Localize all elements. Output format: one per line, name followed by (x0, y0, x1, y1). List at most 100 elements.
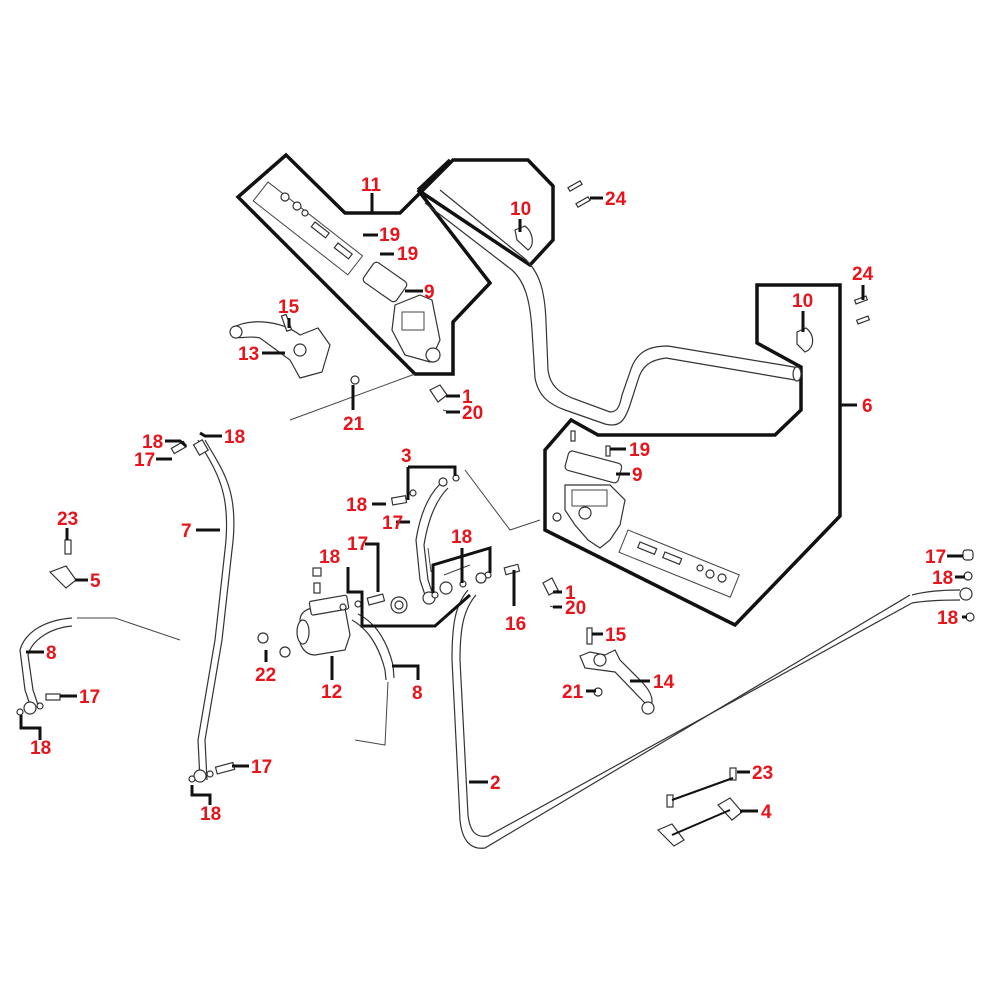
bolt-23-left (64, 539, 72, 555)
callout-17-hose8: 17 (79, 687, 100, 708)
callout-21-right: 21 (562, 682, 584, 703)
right-handlebar-clamp (796, 327, 814, 353)
callout-21-left: 21 (343, 414, 365, 435)
left-handlebar-clamp (514, 225, 533, 251)
right-reservoir-cover (564, 450, 623, 484)
right-master-cylinder-kit (618, 529, 740, 598)
banjo-bolt-16 (503, 563, 521, 576)
callout-18-hose8: 18 (30, 738, 51, 759)
brake-hose-8-distributor (351, 613, 395, 681)
left-master-cylinder-kit (252, 181, 364, 276)
callout-18-distributor: 18 (319, 547, 340, 568)
left-reservoir-cover (362, 261, 408, 303)
callout-15-left: 15 (278, 297, 300, 318)
callout-17-hose7: 17 (251, 757, 272, 778)
right-clamp-bolts (853, 295, 871, 325)
callout-9-left: 9 (424, 282, 435, 303)
banjo-bolt-hose8 (45, 693, 61, 701)
callout-5: 5 (90, 571, 101, 592)
callout-17-hose3: 18 (346, 495, 367, 516)
left-lever-nut (350, 375, 360, 385)
distributor-port-fitting (390, 596, 408, 614)
group-outline-right-master-cylinder (543, 283, 842, 628)
callout-24-upper: 24 (605, 189, 627, 210)
callout-19-a: 19 (379, 225, 400, 246)
callout-18-right-bottom: 18 (937, 608, 958, 629)
hose-clamps-4 (656, 797, 743, 847)
callout-9-right: 9 (632, 465, 643, 486)
right-pivot-bolt (586, 627, 593, 645)
callout-20-left: 20 (462, 403, 483, 424)
washer (431, 591, 439, 599)
fitting (475, 572, 487, 584)
callout-18-right-top: 18 (932, 568, 953, 589)
callout-3: 17 (382, 513, 403, 534)
assembly-arrow-hose8-distributor (354, 681, 389, 746)
hose-clamp-5 (48, 565, 77, 589)
callout-13: 13 (238, 344, 259, 365)
assembly-arrow-hose8-left (77, 617, 181, 641)
callout-16: 16 (505, 614, 526, 635)
fitting (439, 581, 453, 595)
callout-23-right: 23 (752, 763, 773, 784)
callout-18-hose3: 3 (401, 446, 412, 467)
callout-10-right: 10 (792, 291, 813, 312)
brake-hose-2 (451, 587, 973, 849)
assembly-arrow-hose3 (427, 547, 432, 573)
washer (206, 770, 214, 778)
nuts-22 (257, 632, 291, 658)
brake-hose-8-left (16, 617, 73, 716)
callout-17-right: 17 (925, 547, 946, 568)
callout-22: 22 (255, 665, 276, 686)
washer (354, 600, 362, 608)
left-switch-bracket (429, 384, 448, 403)
callout-10-left: 10 (510, 199, 531, 220)
callout-1-right: 1 (565, 583, 576, 604)
callout-19-right: 19 (629, 440, 650, 461)
callout-18-hose7: 18 (200, 804, 221, 825)
left-master-cylinder-body (391, 294, 441, 363)
callout-labels: 11 10 24 19 19 9 15 13 21 1 20 24 10 6 1… (30, 175, 958, 825)
callout-20-right: 20 (565, 598, 586, 619)
callout-17-distributor: 17 (347, 534, 368, 555)
callout-1-left: 1 (462, 387, 473, 408)
callout-6: 6 (862, 396, 873, 417)
washer (188, 775, 196, 783)
brake-distributor (296, 594, 351, 656)
callout-7: 7 (181, 521, 192, 542)
right-reservoir-screws (570, 430, 611, 457)
callout-2: 2 (490, 773, 501, 794)
callout-18-right-group: 18 (451, 527, 472, 548)
right-banjo-fitting (962, 549, 975, 622)
upper-clamp-bolts (567, 179, 591, 209)
callout-8-left: 8 (46, 643, 57, 664)
callout-14: 14 (653, 672, 675, 693)
right-master-cylinder-body (552, 484, 626, 549)
handlebar (424, 189, 802, 426)
callout-24-right: 24 (852, 264, 874, 285)
assembly-arrow-right-mc (464, 469, 541, 531)
left-brake-lever (229, 321, 331, 379)
washer (339, 603, 347, 611)
bleeder-valve (312, 567, 322, 594)
callout-17-top: 17 (134, 450, 155, 471)
callout-15-right: 15 (605, 625, 627, 646)
callout-23-left: 23 (57, 509, 78, 530)
banjo-bolt-hose3 (390, 494, 408, 506)
callout-12: 12 (321, 682, 342, 703)
assembly-arrow-washers (443, 564, 471, 576)
leader-lines (19, 193, 967, 813)
bolts-23-right (666, 767, 737, 808)
callout-4: 4 (761, 802, 772, 823)
right-brake-lever (579, 649, 655, 715)
brake-hose-7 (192, 438, 235, 783)
banjo-bolt-hose7-bottom (214, 761, 236, 775)
banjo-bolt-distributor (366, 593, 386, 606)
group-outline-handlebar-left (416, 158, 452, 192)
callout-19-b: 19 (397, 244, 418, 265)
callout-11: 11 (361, 175, 382, 196)
callout-8-distributor: 8 (412, 683, 423, 704)
washer (409, 489, 417, 497)
